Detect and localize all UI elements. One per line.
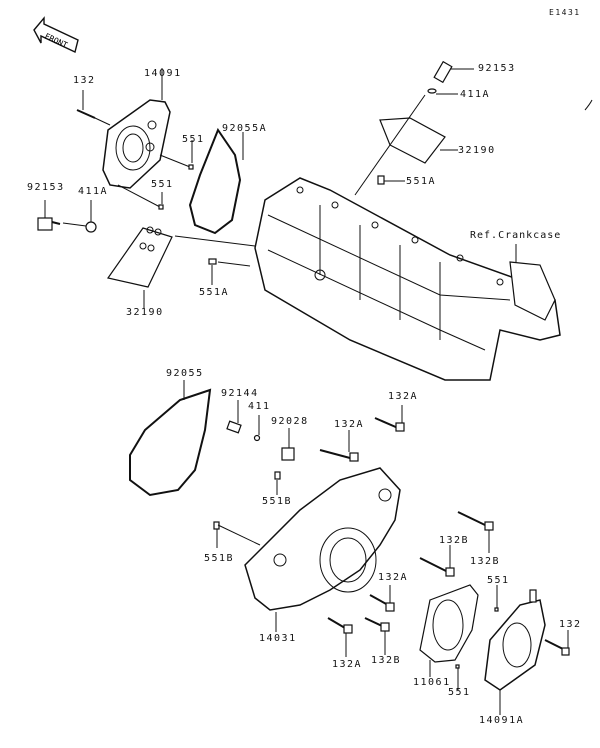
pipe-92028-icon bbox=[281, 447, 295, 461]
label-551-a: 551 bbox=[182, 134, 205, 145]
label-132A-4: 132A bbox=[332, 659, 363, 670]
label-132A-3: 132A bbox=[378, 572, 409, 583]
label-411A-right: 411A bbox=[460, 89, 491, 100]
label-132A-1: 132A bbox=[334, 419, 365, 430]
label-411: 411 bbox=[248, 401, 271, 412]
label-551-b: 551 bbox=[151, 179, 174, 190]
label-132-right: 132 bbox=[559, 619, 582, 630]
label-132B-3: 132B bbox=[371, 655, 402, 666]
label-32190-right: 32190 bbox=[458, 145, 496, 156]
label-32190-left: 32190 bbox=[126, 307, 164, 318]
label-92028: 92028 bbox=[271, 416, 309, 427]
spring-92144-icon bbox=[226, 420, 242, 434]
ball-411-icon bbox=[253, 434, 261, 442]
gasket-92055A bbox=[188, 127, 242, 235]
label-551A-right: 551A bbox=[406, 176, 437, 187]
label-132B-2: 132B bbox=[470, 556, 501, 567]
label-14031: 14031 bbox=[259, 633, 297, 644]
label-92144: 92144 bbox=[221, 388, 259, 399]
diagram-id-code: E1431 bbox=[549, 8, 581, 17]
label-132B-1: 132B bbox=[439, 535, 470, 546]
front-arrow-icon: FRONT bbox=[33, 16, 79, 53]
label-14091A: 14091A bbox=[479, 715, 525, 726]
label-92055: 92055 bbox=[166, 368, 204, 379]
label-11061: 11061 bbox=[413, 677, 451, 688]
bolt-132-icon bbox=[76, 109, 96, 119]
bolt-92153-icon bbox=[37, 217, 53, 231]
washer-411A-icon bbox=[85, 221, 97, 233]
label-132A-2: 132A bbox=[388, 391, 419, 402]
part-14091A-cover bbox=[484, 599, 546, 691]
part-14091-cover bbox=[102, 99, 171, 189]
washer-411A-right-icon bbox=[427, 88, 437, 94]
label-551B-2: 551B bbox=[204, 553, 235, 564]
bracket-32190-left bbox=[106, 227, 173, 288]
part-14031-housing bbox=[244, 467, 401, 611]
label-ref-crankcase: Ref.Crankcase bbox=[470, 230, 562, 241]
label-92055A: 92055A bbox=[222, 123, 268, 134]
label-411A-left: 411A bbox=[78, 186, 109, 197]
gasket-92055 bbox=[129, 388, 212, 497]
label-92153-right: 92153 bbox=[478, 63, 516, 74]
label-551B-1: 551B bbox=[262, 496, 293, 507]
label-551-c: 551 bbox=[487, 575, 510, 586]
label-92153-left: 92153 bbox=[27, 182, 65, 193]
label-551-d: 551 bbox=[448, 687, 471, 698]
crankcase bbox=[254, 177, 561, 381]
bracket-32190-right bbox=[379, 117, 446, 164]
label-551A-left: 551A bbox=[199, 287, 230, 298]
gasket-11061 bbox=[419, 584, 479, 663]
label-14091: 14091 bbox=[144, 68, 182, 79]
label-132-top: 132 bbox=[73, 75, 96, 86]
bolt-92153-right-icon bbox=[433, 60, 453, 84]
